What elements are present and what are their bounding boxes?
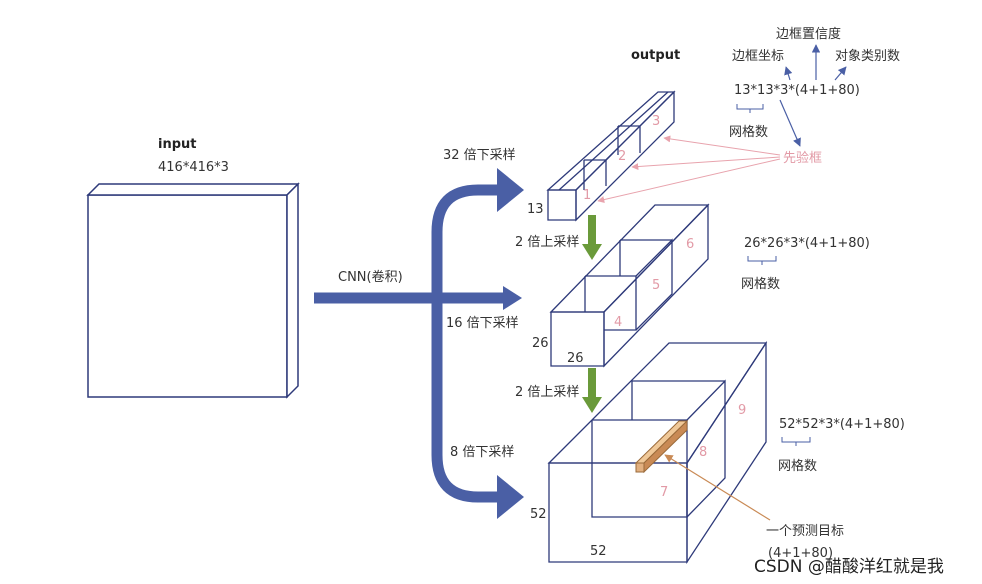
branch-label-16: 16 倍下采样: [446, 316, 519, 331]
watermark: CSDN @醋酸洋红就是我: [754, 557, 944, 577]
box-coords-label: 边框坐标: [732, 49, 784, 64]
formula-26: 26*26*3*(4+1+80): [744, 236, 870, 251]
cell-8: 8: [699, 445, 707, 460]
coords-arrow: [784, 66, 793, 81]
cell-6: 6: [686, 237, 694, 252]
output-title: output: [631, 48, 680, 63]
cell-5: 5: [652, 278, 660, 293]
prediction-target-cell: [634, 419, 689, 474]
grid-size-13: 13: [527, 202, 544, 217]
input-block: [86, 182, 300, 399]
branch-label-8: 8 倍下采样: [450, 445, 514, 460]
output-block-26: [549, 203, 710, 368]
cell-7: 7: [660, 485, 668, 500]
branch-arrow-up-head: [497, 168, 524, 212]
input-title: input: [158, 137, 197, 152]
grid-size-26-left: 26: [532, 336, 549, 351]
branch-label-32: 32 倍下采样: [443, 148, 516, 163]
cell-4: 4: [614, 315, 622, 330]
grid-note-13: 网格数: [729, 124, 768, 140]
input-size: 416*416*3: [158, 160, 229, 175]
grid-bracket-52: [781, 437, 811, 446]
anchor-arrow-2: [631, 156, 781, 171]
upsample-arrow-1: [582, 215, 602, 260]
anchor-arrow-1: [597, 158, 781, 203]
prediction-target-label: 一个预测目标: [766, 524, 844, 539]
prediction-vector-label: (4+1+80): [768, 546, 833, 561]
grid-bracket-13: [736, 104, 764, 113]
grid-note-52: 网格数: [778, 458, 817, 474]
grid-size-52-bottom: 52: [590, 544, 607, 559]
formula-52: 52*52*3*(4+1+80): [779, 417, 905, 432]
class-count-label: 对象类别数: [835, 49, 900, 64]
grid-bracket-26: [747, 256, 777, 265]
anchor-arrow-3: [663, 135, 781, 156]
formula-13: 13*13*3*(4+1+80): [734, 83, 860, 98]
cell-1: 1: [583, 188, 591, 203]
cell-2: 2: [618, 149, 626, 164]
upsample-arrow-2: [582, 368, 602, 413]
output-block-13: [546, 90, 676, 222]
cnn-label: CNN(卷积): [338, 269, 403, 285]
anchor-pointer-arrow: [779, 99, 801, 147]
cell-3: 3: [652, 114, 660, 129]
box-confidence-label: 边框置信度: [776, 26, 841, 42]
prediction-arrow: [664, 454, 771, 521]
grid-size-52-left: 52: [530, 507, 547, 522]
branch-arrow-up-shaft: [431, 184, 500, 300]
cnn-arrow-head: [503, 286, 522, 310]
upsample-label-1: 2 倍上采样: [515, 235, 579, 250]
grid-size-26-bottom: 26: [567, 351, 584, 366]
upsample-label-2: 2 倍上采样: [515, 385, 579, 400]
branch-arrow-down-head: [497, 475, 524, 519]
branch-arrow-down-shaft: [431, 296, 500, 503]
cell-9: 9: [738, 403, 746, 418]
anchor-label: 先验框: [783, 150, 822, 166]
class-arrow: [834, 66, 847, 81]
grid-note-26: 网格数: [741, 276, 780, 292]
